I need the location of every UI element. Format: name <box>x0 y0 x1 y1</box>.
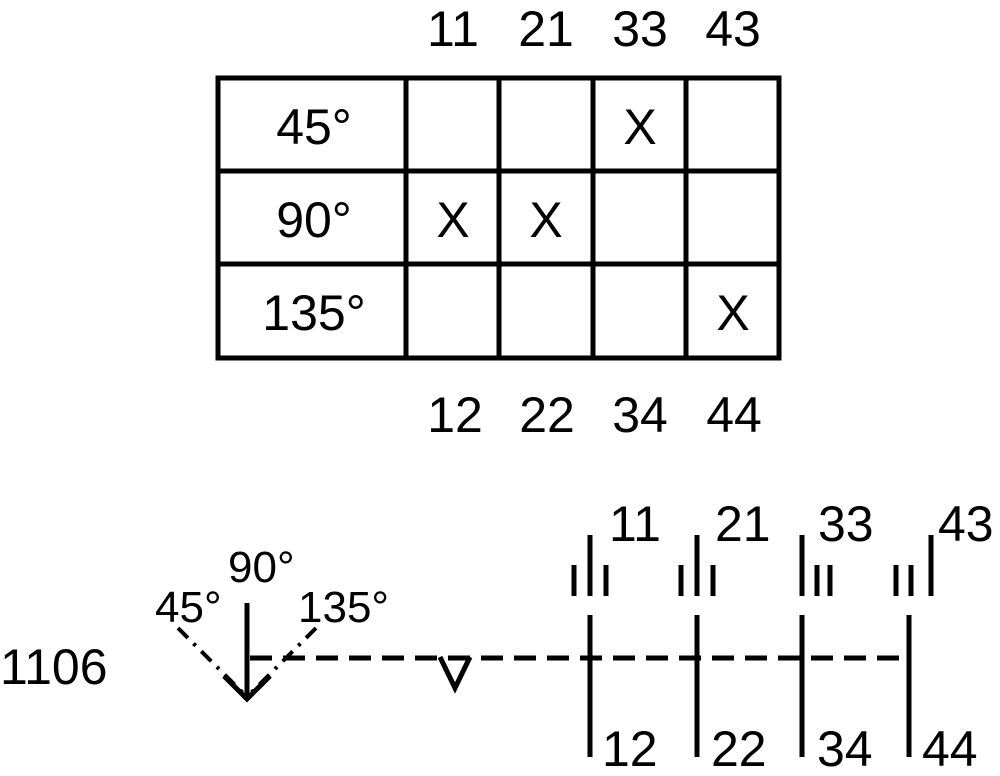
contact-mark: X <box>623 99 656 155</box>
row-angle-label: 90° <box>276 192 352 248</box>
switch-schematic: 1106 45° 90° 135° 11 12 <box>0 496 994 776</box>
table-bottom-terminal: 22 <box>519 387 575 443</box>
table-bottom-terminal: 44 <box>706 387 762 443</box>
table-top-terminal: 11 <box>427 1 479 57</box>
contact-bottom-label: 44 <box>922 721 978 776</box>
device-id-label: 1106 <box>0 639 108 695</box>
contact-top-label: 43 <box>938 496 994 552</box>
contact-mark: X <box>529 192 562 248</box>
actuator-symbol <box>176 603 318 703</box>
table-top-terminal: 33 <box>612 1 668 57</box>
contact-11-12: 11 12 <box>571 496 661 776</box>
contact-top-label: 11 <box>609 496 661 552</box>
row-angle-label: 45° <box>276 99 352 155</box>
switching-table: 11 21 33 43 45° 90° 135° X X X X <box>215 1 782 443</box>
table-top-terminal: 43 <box>705 1 761 57</box>
table-grid <box>215 75 782 361</box>
table-bottom-terminal: 12 <box>427 387 483 443</box>
detent-symbol <box>437 655 473 694</box>
contact-top-label: 33 <box>818 496 874 552</box>
contact-mark: X <box>716 285 749 341</box>
contact-top-label: 21 <box>715 496 771 552</box>
contact-bottom-label: 34 <box>817 721 873 776</box>
contact-bottom-label: 12 <box>602 721 658 776</box>
row-angle-label: 135° <box>262 285 365 341</box>
contact-bottom-label: 22 <box>711 721 767 776</box>
table-bottom-terminal: 34 <box>612 387 668 443</box>
angle-label-90: 90° <box>228 543 295 592</box>
contact-mark: X <box>436 192 469 248</box>
table-top-terminal: 21 <box>518 1 574 57</box>
angle-label-135: 135° <box>298 583 389 632</box>
contact-43-44: 43 44 <box>893 496 994 776</box>
contact-21-22: 21 22 <box>678 496 771 776</box>
contact-33-34: 33 34 <box>799 496 874 776</box>
angle-label-45: 45° <box>155 583 222 632</box>
